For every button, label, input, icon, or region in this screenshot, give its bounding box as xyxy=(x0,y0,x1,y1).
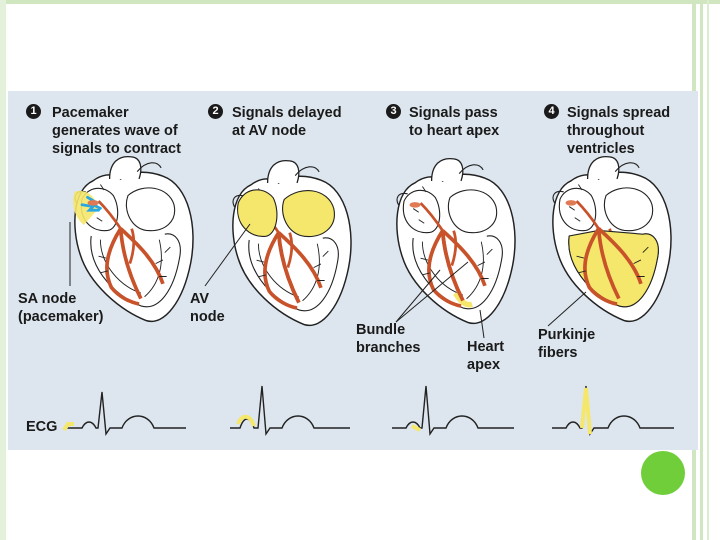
ecg-highlight-4 xyxy=(582,388,590,434)
ecg-highlight-1 xyxy=(64,424,74,430)
bundle-branches-label: Bundle branches xyxy=(356,321,420,357)
heart-step-4 xyxy=(553,157,671,322)
step-number-2: 2 xyxy=(208,104,223,119)
sa-node-label: SA node (pacemaker) xyxy=(18,290,103,326)
step-number-1: 1 xyxy=(26,104,41,119)
step-text-2: Signals delayed at AV node xyxy=(232,104,342,140)
ecg-highlight-2 xyxy=(238,417,254,426)
heart-apex-label: Heart apex xyxy=(467,338,504,374)
step-text-4: Signals spread throughout ventricles xyxy=(567,104,670,158)
heart-step-2 xyxy=(233,161,351,326)
ecg-label: ECG xyxy=(26,418,57,436)
step-text-3: Signals pass to heart apex xyxy=(409,104,499,140)
step-number-4: 4 xyxy=(544,104,559,119)
accent-circle xyxy=(641,451,685,495)
purkinje-fibers-label: Purkinje fibers xyxy=(538,326,595,362)
step-text-1: Pacemaker generates wave of signals to c… xyxy=(52,104,181,158)
step-number-3: 3 xyxy=(386,104,401,119)
heart-step-3 xyxy=(397,159,515,324)
av-node-label: AV node xyxy=(190,290,225,326)
